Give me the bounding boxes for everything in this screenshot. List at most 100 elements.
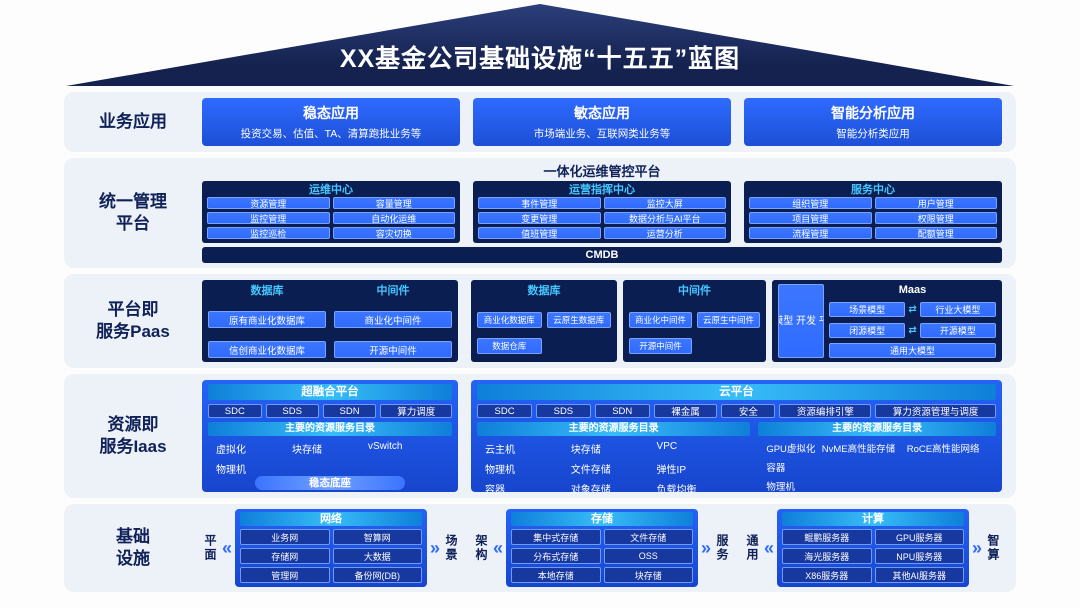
integrated-om-platform-title: 一体化运维管控平台 (543, 164, 661, 179)
chevron-right-icon: » (429, 538, 440, 558)
panel-title-bar: 存储 (511, 512, 693, 526)
column-header: 中间件 (376, 285, 410, 297)
stable-base-bar: 稳态底座 (255, 476, 405, 490)
catalog-items: GPU虚拟化 NvME高性能存储 RoCE高性能网络 容器 物理机 (758, 436, 996, 492)
bidirectional-arrow-icon: ⇄ (908, 304, 917, 316)
panel-legacy-db-middleware: 数据库 原有商业化数据库 信创商业化数据库 中间件 商业化中间件 开源中间件 (202, 280, 458, 362)
grid-cell: 变更管理 (478, 212, 601, 224)
catalog-item: VPC (656, 441, 678, 452)
page-title: XX基金公司基础设施“十五五”蓝图 (339, 45, 741, 73)
panel-title-bar: 超融合平台 (208, 384, 452, 400)
panel-cloud-platform: 云平台 SDC SDS SDN 裸金属 安全 资源编排引擎 算力资源管理与调度 … (471, 380, 1002, 492)
side-label-right: 智算 (986, 534, 1000, 562)
grid-cell: 其他AI服务器 (874, 567, 964, 583)
catalog-item: 文件存储 (570, 465, 611, 476)
grid-cell: 组织管理 (749, 197, 872, 209)
sdc-row: SDC SDS SDN 算力调度 (208, 404, 452, 418)
grid-cell: SDS (265, 404, 319, 418)
maas-model-pair: 场景模型 ⇄ 行业大模型 (829, 302, 997, 318)
catalog-item: 对象存储 (570, 485, 611, 492)
grid-cell: 本地存储 (511, 567, 601, 583)
blueprint-rows: 业务应用 稳态应用 投资交易、估值、TA、清算跑批业务等 敏态应用 市场端业务、… (64, 92, 1016, 598)
maas-model-pair: 闭源模型 ⇄ 开源模型 (829, 322, 997, 338)
panel-title: 服务中心 (851, 184, 895, 196)
grid-cell: 权限管理 (874, 212, 997, 224)
grid-cell: SDN (594, 404, 650, 418)
cmdb-bar: CMDB (202, 247, 1002, 263)
grid-cell: 运营分析 (603, 227, 726, 239)
infra-group-storage: 架构 « 存储 集中式存储 文件存储 分布式存储 OSS 本地存储 块存储 (473, 509, 731, 587)
row-label-business-apps: 业务应用 (99, 111, 167, 131)
grid-cell: 算力调度 (380, 404, 452, 418)
catalog-high-performance: 主要的资源服务目录 GPU虚拟化 NvME高性能存储 RoCE高性能网络 容器 … (758, 418, 996, 492)
row-business-apps: 业务应用 稳态应用 投资交易、估值、TA、清算跑批业务等 敏态应用 市场端业务、… (64, 92, 1016, 152)
catalog-item: NvME高性能存储 (821, 444, 896, 455)
grid-cell: 商业化中间件 (334, 311, 452, 328)
grid-cell: 商业化中间件 (629, 312, 692, 328)
app-block-desc: 市场端业务、互联网类业务等 (533, 128, 671, 140)
column-header: 数据库 (250, 285, 284, 297)
row-label-iaas: 资源即 服务Iaas (99, 414, 167, 456)
side-label-left: 平面 (203, 534, 217, 562)
catalog-item: 块存储 (292, 445, 322, 456)
maas-title: Maas (898, 284, 927, 296)
management-content: 一体化运维管控平台 运维中心 资源管理 容量管理 监控管理 自动化运维 监控巡检… (202, 158, 1016, 268)
cloud-catalogs: 主要的资源服务目录 云主机 块存储 VPC 物理机 文件存储 弹性IP 容器 对… (477, 418, 996, 492)
grid-cell: GPU服务器 (874, 529, 964, 545)
catalog-items: 云主机 块存储 VPC 物理机 文件存储 弹性IP 容器 对象存储 负载均衡 (477, 436, 750, 492)
grid-cell: 块存储 (603, 567, 693, 583)
grid-cell: 事件管理 (478, 197, 601, 209)
side-label-left: 通用 (745, 534, 759, 562)
maas-models-area: Maas 场景模型 ⇄ 行业大模型 闭源模型 ⇄ 开源模型 通用大模型 (829, 284, 997, 358)
row-infrastructure: 基础 设施 平面 « 网络 业务网 智算网 存储网 大数据 管理网 备份网(DB… (64, 504, 1016, 592)
catalog-item: 块存储 (570, 445, 601, 456)
panel-compute: 计算 鲲鹏服务器 GPU服务器 海光服务器 NPU服务器 X86服务器 其他AI… (777, 509, 969, 587)
panel-grid: 商业化数据库 云原生数据库 数据仓库 (477, 312, 611, 358)
grid-cell: 用户管理 (874, 197, 997, 209)
grid-cell: 文件存储 (603, 529, 693, 545)
grid-cell: 行业大模型 (919, 302, 997, 318)
grid-cell: 分布式存储 (511, 548, 601, 564)
grid-cell: 云原生数据库 (546, 312, 611, 328)
panel-cloud-middleware: 中间件 商业化中间件 云原生中间件 开源中间件 (623, 280, 766, 362)
panel-title: 数据库 (527, 285, 561, 297)
sdc-row: SDC SDS SDN 裸金属 安全 资源编排引擎 算力资源管理与调度 (477, 404, 996, 418)
catalog-items: 虚拟化 块存储 vSwitch 物理机 (208, 436, 452, 476)
panel-title: 运维中心 (309, 184, 353, 196)
row-label-management: 统一管理 平台 (99, 191, 167, 233)
blueprint-roof: XX基金公司基础设施“十五五”蓝图 (66, 4, 1014, 86)
grid-cell: 海光服务器 (782, 548, 872, 564)
grid-cell: 项目管理 (749, 212, 872, 224)
chevron-left-icon: « (764, 538, 775, 558)
catalog-item: 云主机 (485, 445, 515, 456)
grid-cell: SDC (477, 404, 533, 418)
grid-cell: 通用大模型 (829, 342, 996, 358)
grid-cell: 流程管理 (749, 227, 872, 239)
panel-grid: 集中式存储 文件存储 分布式存储 OSS 本地存储 块存储 (511, 529, 693, 583)
grid-cell: 数据仓库 (477, 338, 542, 354)
grid-cell: 存储网 (240, 548, 330, 564)
column-database: 数据库 原有商业化数据库 信创商业化数据库 (208, 284, 326, 358)
paas-content: 数据库 原有商业化数据库 信创商业化数据库 中间件 商业化中间件 开源中间件 数… (202, 274, 1016, 368)
grid-cell: 资源编排引擎 (779, 404, 872, 418)
app-block-desc: 投资交易、估值、TA、清算跑批业务等 (240, 128, 422, 140)
row-iaas: 资源即 服务Iaas 超融合平台 SDC SDS SDN 算力调度 主要的资源服… (64, 374, 1016, 498)
maas-general-model-row: 通用大模型 (829, 342, 996, 358)
column-middleware: 中间件 商业化中间件 开源中间件 (334, 284, 452, 358)
grid-cell: 云原生中间件 (697, 312, 760, 328)
iaas-content: 超融合平台 SDC SDS SDN 算力调度 主要的资源服务目录 虚拟化 块存储… (202, 374, 1016, 498)
catalog-header-bar: 主要的资源服务目录 (477, 422, 751, 436)
grid-cell: 场景模型 (829, 302, 906, 318)
chevron-right-icon: » (700, 538, 711, 558)
panel-grid: 组织管理 用户管理 项目管理 权限管理 流程管理 配额管理 (749, 197, 997, 239)
grid-cell: 值班管理 (478, 227, 601, 239)
row-label-infrastructure: 基础 设施 (116, 526, 150, 568)
grid-cell: 原有商业化数据库 (208, 311, 326, 328)
grid-cell: 大数据 (332, 548, 422, 564)
grid-cell: 算力资源管理与调度 (875, 404, 996, 418)
catalog-item: 虚拟化 (216, 445, 246, 456)
panel-title-bar: 云平台 (477, 384, 996, 400)
panel-grid: 业务网 智算网 存储网 大数据 管理网 备份网(DB) (240, 529, 422, 583)
grid-cell: 业务网 (240, 529, 330, 545)
